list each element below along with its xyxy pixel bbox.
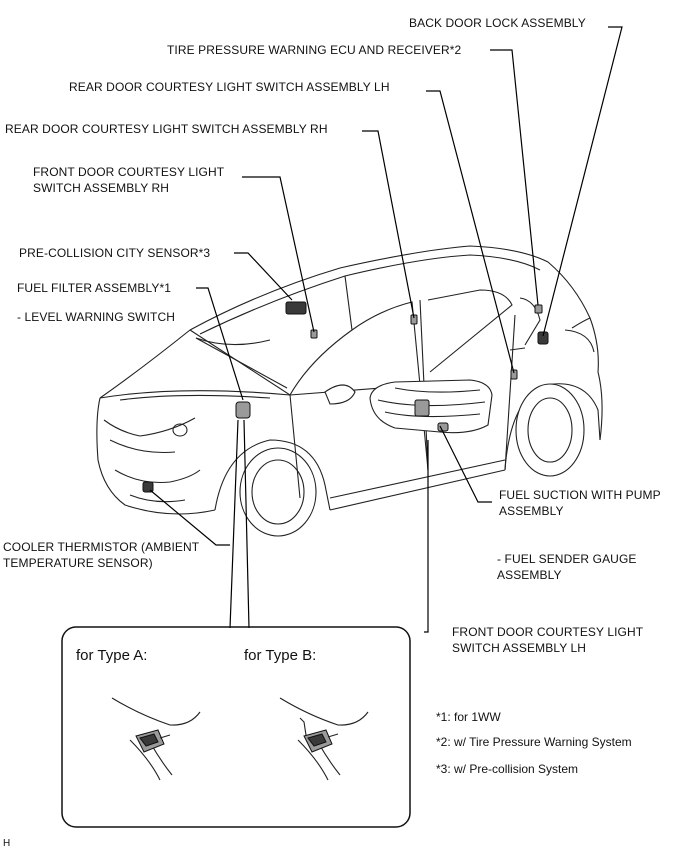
type-b-illustration [279,697,369,781]
cooler-thermistor-icon [142,481,154,493]
fuel-filter-icon [235,401,251,419]
label-front-door-switch-lh-line1: FRONT DOOR COURTESY LIGHT [452,625,644,639]
label-fuel-sender-line2: ASSEMBLY [497,568,562,582]
label-level-warning-switch: - LEVEL WARNING SWITCH [17,310,175,324]
car-illustration [96,245,603,537]
label-front-door-switch-rh-line2: SWITCH ASSEMBLY RH [33,181,170,195]
label-rear-door-switch-rh: REAR DOOR COURTESY LIGHT SWITCH ASSEMBLY… [5,122,328,136]
fuel-tank-illustration [369,379,493,434]
tire-pressure-ecu-icon [534,304,543,314]
label-cooler-thermistor-line1: COOLER THERMISTOR (AMBIENT [3,540,200,554]
part-markers [142,301,549,493]
pre-collision-sensor-icon [285,301,307,315]
label-fuel-suction-line1: FUEL SUCTION WITH PUMP [499,488,661,502]
figure-code: H [3,838,11,849]
rear-door-switch-lh-icon [510,369,518,380]
detail-box [61,626,411,828]
type-b-label: for Type B: [244,647,317,664]
label-pre-collision-sensor: PRE-COLLISION CITY SENSOR*3 [19,246,211,260]
label-cooler-thermistor-line2: TEMPERATURE SENSOR) [3,556,153,570]
label-tire-pressure-ecu: TIRE PRESSURE WARNING ECU AND RECEIVER*2 [167,43,462,57]
type-a-illustration [111,697,201,781]
label-front-door-switch-lh-line2: SWITCH ASSEMBLY LH [452,641,587,655]
leader-lines [149,26,623,633]
label-fuel-filter: FUEL FILTER ASSEMBLY*1 [17,281,172,295]
back-door-lock-icon [537,331,549,345]
footnote-3: *3: w/ Pre-collision System [436,762,579,776]
fuel-pump-icon [414,399,430,417]
label-front-door-switch-rh-line1: FRONT DOOR COURTESY LIGHT [33,165,225,179]
footnote-1: *1: for 1WW [436,710,501,724]
fuel-sender-gauge-icon [437,422,449,432]
label-rear-door-switch-lh: REAR DOOR COURTESY LIGHT SWITCH ASSEMBLY… [69,80,390,94]
label-back-door-lock: BACK DOOR LOCK ASSEMBLY [409,16,586,30]
label-fuel-sender-line1: - FUEL SENDER GAUGE [497,552,637,566]
footnote-2: *2: w/ Tire Pressure Warning System [436,735,632,749]
type-a-label: for Type A: [76,647,148,664]
label-fuel-suction-line2: ASSEMBLY [499,504,564,518]
